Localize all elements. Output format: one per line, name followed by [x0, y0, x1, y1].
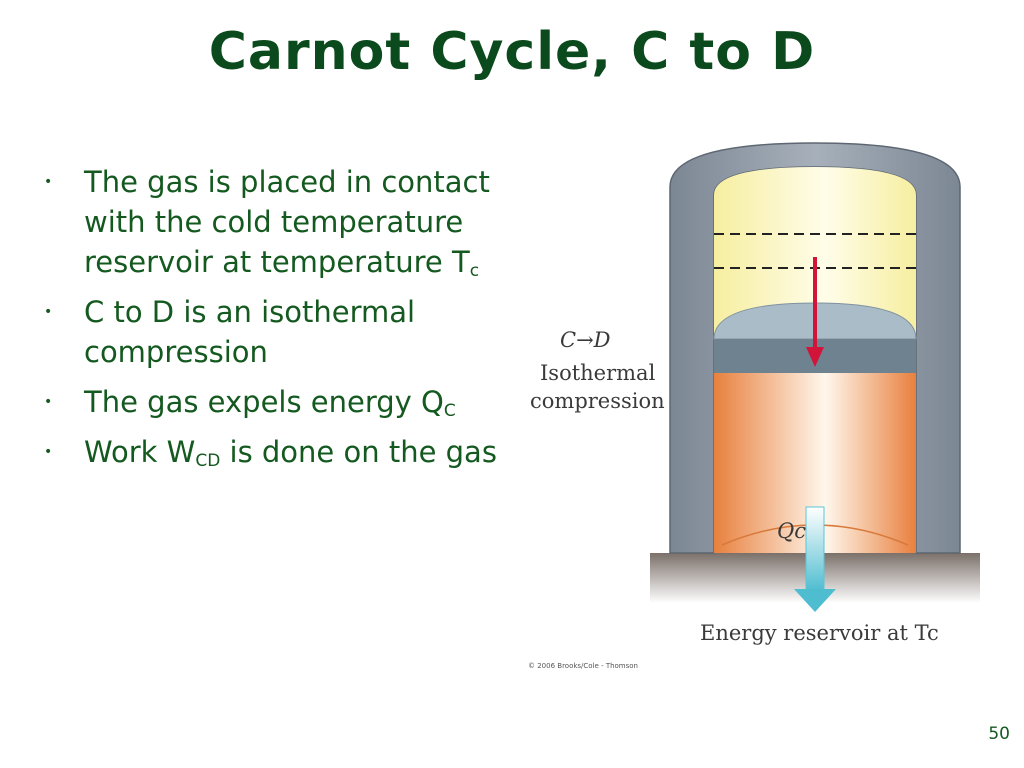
- heat-label: Qc: [777, 519, 806, 543]
- page-title: Carnot Cycle, C to D: [208, 22, 816, 82]
- process-name-line1: Isothermal: [540, 361, 656, 385]
- bullet-text: The gas is placed in contact with the co…: [84, 165, 490, 279]
- bullet-text: Work W: [84, 435, 196, 469]
- carnot-figure: C→D Isothermal compression Qc Energy res…: [520, 135, 990, 685]
- bullet-text-after: is done on the gas: [220, 435, 497, 469]
- bullet-dot: •: [44, 394, 53, 410]
- bullet-subscript: CD: [195, 451, 221, 471]
- page-number: 50: [988, 724, 1010, 744]
- piston-cylinder-diagram: [650, 142, 980, 612]
- heat-arrow-shaft: [805, 506, 825, 592]
- bullet-dot: •: [44, 444, 53, 460]
- compression-arrow-head: [806, 347, 824, 367]
- bullet-item: • The gas expels energy QC: [40, 382, 510, 422]
- upper-space: [714, 167, 916, 339]
- bullet-item: • Work WCD is done on the gas: [40, 432, 510, 472]
- process-name-line2: compression: [530, 389, 665, 413]
- bullet-text: C to D is an isothermal compression: [84, 295, 416, 369]
- process-label: C→D: [560, 328, 611, 352]
- bullet-subscript: C: [443, 401, 456, 421]
- bullet-text: The gas expels energy Q: [84, 385, 444, 419]
- bullet-item: • C to D is an isothermal compression: [40, 292, 510, 372]
- bullet-dot: •: [44, 304, 53, 320]
- bullet-list: • The gas is placed in contact with the c…: [40, 162, 510, 482]
- bullet-subscript: c: [469, 261, 480, 281]
- bullet-item: • The gas is placed in contact with the c…: [40, 162, 510, 282]
- copyright-text: © 2006 Brooks/Cole - Thomson: [528, 662, 638, 670]
- bullet-dot: •: [44, 174, 53, 190]
- reservoir-label: Energy reservoir at Tc: [700, 621, 939, 645]
- heat-arrow-head: [794, 589, 836, 612]
